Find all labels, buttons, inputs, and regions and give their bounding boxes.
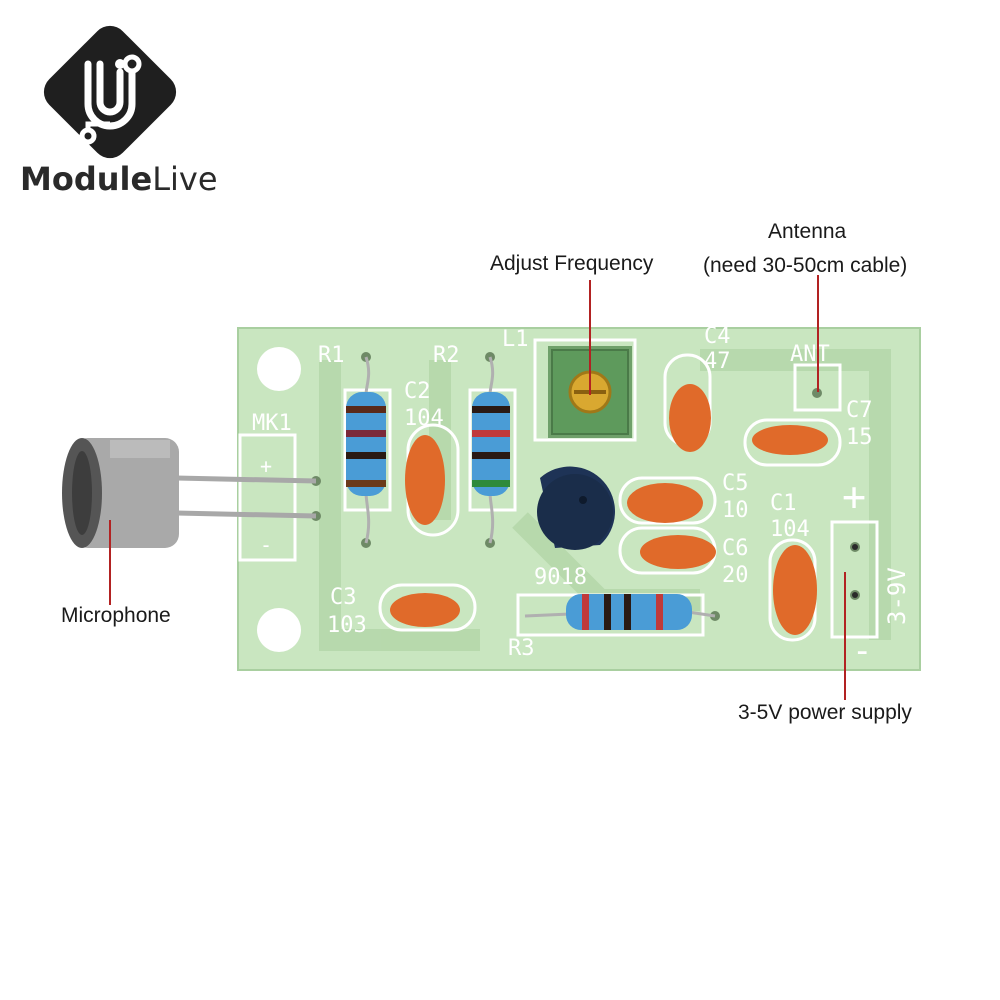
- callout-microphone: Microphone: [61, 604, 171, 627]
- brand-name: ModuleLive: [20, 160, 218, 198]
- label-c5: C5: [722, 471, 749, 496]
- capacitor-c6: [640, 535, 716, 569]
- resistor-r2: [472, 356, 510, 544]
- label-mk1: MK1: [252, 411, 292, 436]
- label-c4: C4: [704, 324, 731, 349]
- label-9018: 9018: [534, 565, 587, 590]
- capacitor-c5: [627, 483, 703, 523]
- callout-power-supply: 3-5V power supply: [738, 701, 912, 724]
- callout-antenna-title: Antenna: [768, 220, 847, 243]
- callout-antenna-note: (need 30-50cm cable): [703, 254, 908, 277]
- mounting-hole-bottom: [257, 608, 301, 652]
- resistor-r1: [346, 356, 386, 544]
- svg-text:-: -: [260, 533, 272, 557]
- capacitor-c4: [669, 384, 711, 452]
- label-minus: -: [852, 631, 872, 671]
- label-r2: R2: [433, 343, 460, 368]
- capacitor-c1: [773, 545, 817, 635]
- label-l1: L1: [502, 327, 529, 352]
- capacitor-c3: [390, 593, 460, 627]
- label-c6: C6: [722, 536, 749, 561]
- resistor-r3: [524, 594, 716, 630]
- microphone-capsule: [62, 438, 317, 548]
- label-c4-value: 47: [704, 349, 731, 374]
- brand-name-light: Live: [152, 160, 218, 198]
- label-c7: C7: [846, 398, 873, 423]
- label-ant: ANT: [790, 342, 830, 367]
- callout-adjust-frequency: Adjust Frequency: [490, 252, 654, 275]
- svg-text:+: +: [260, 454, 272, 478]
- capacitor-c2: [405, 435, 445, 525]
- label-c7-value: 15: [846, 425, 873, 450]
- label-c2-value: 104: [404, 406, 444, 431]
- capacitor-c7: [752, 425, 828, 455]
- brand-name-bold: Module: [20, 160, 153, 198]
- label-c3-value: 103: [327, 613, 367, 638]
- label-c3: C3: [330, 585, 357, 610]
- label-c5-value: 10: [722, 498, 749, 523]
- label-c1-value: 104: [770, 517, 810, 542]
- label-r1: R1: [318, 343, 345, 368]
- transistor-9018: [537, 466, 615, 550]
- mounting-hole-top: [257, 347, 301, 391]
- label-voltage: 3-9V: [883, 567, 911, 625]
- label-plus: +: [842, 474, 866, 520]
- label-c2: C2: [404, 379, 431, 404]
- modulelive-logo-icon: [43, 25, 177, 159]
- label-c6-value: 20: [722, 563, 749, 588]
- label-r3: R3: [508, 636, 535, 661]
- label-c1: C1: [770, 491, 797, 516]
